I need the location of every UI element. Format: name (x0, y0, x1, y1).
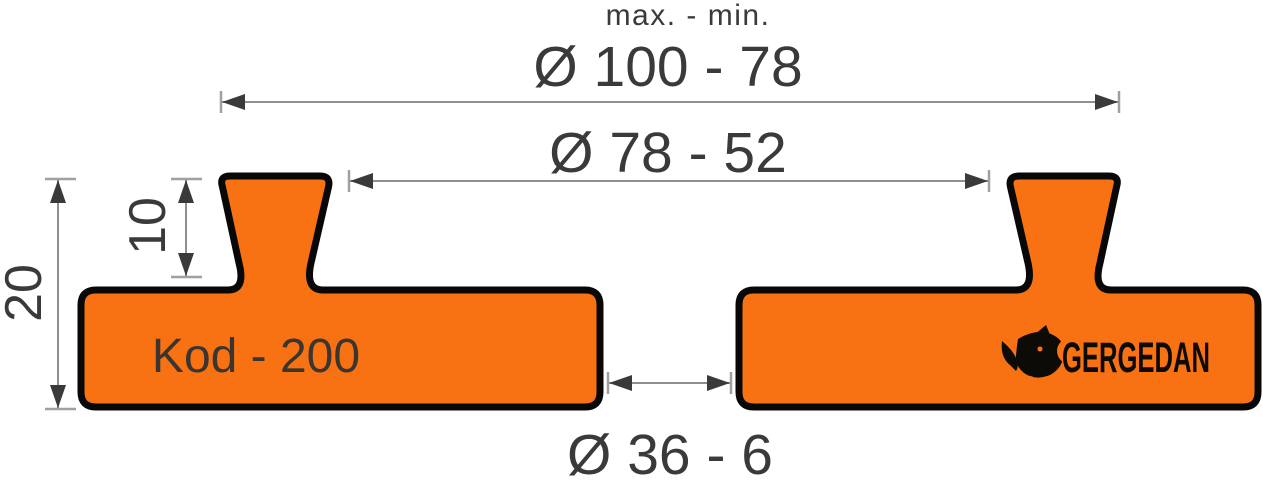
arrowhead-left (350, 173, 373, 189)
arrowhead-bottom (178, 253, 194, 276)
left-profile-shape (77, 172, 604, 411)
part-code-label: Kod - 200 (152, 330, 360, 383)
brand-logo: GERGEDAN (1001, 325, 1210, 388)
gap-diameter-dimension: Ø 36 - 6 (567, 372, 773, 480)
arrowhead-left (222, 94, 245, 110)
arrowhead-left (609, 375, 632, 391)
stem-height-label: 10 (119, 197, 177, 255)
total-height-dimension: 20 (0, 177, 76, 411)
middle-diameter-label: Ø 78 - 52 (549, 121, 787, 185)
outer-diameter-label: Ø 100 - 78 (533, 35, 802, 99)
brand-name-label: GERGEDAN (1062, 334, 1210, 382)
total-height-label: 20 (0, 264, 53, 322)
gap-diameter-label: Ø 36 - 6 (567, 423, 773, 480)
arrowhead-right (965, 173, 988, 189)
arrowhead-right (707, 375, 730, 391)
middle-diameter-dimension: Ø 78 - 52 (347, 121, 991, 192)
outer-diameter-dimension: Ø 100 - 78 max. - min. (219, 0, 1121, 113)
arrowhead-top (178, 180, 194, 203)
right-profile-shape (735, 172, 1262, 411)
stem-height-dimension: 10 (119, 177, 202, 279)
rhino-icon (1001, 325, 1083, 388)
max-min-note: max. - min. (606, 0, 771, 32)
arrowhead-top (50, 180, 66, 203)
arrowhead-right (1095, 94, 1118, 110)
arrowhead-bottom (50, 385, 66, 408)
